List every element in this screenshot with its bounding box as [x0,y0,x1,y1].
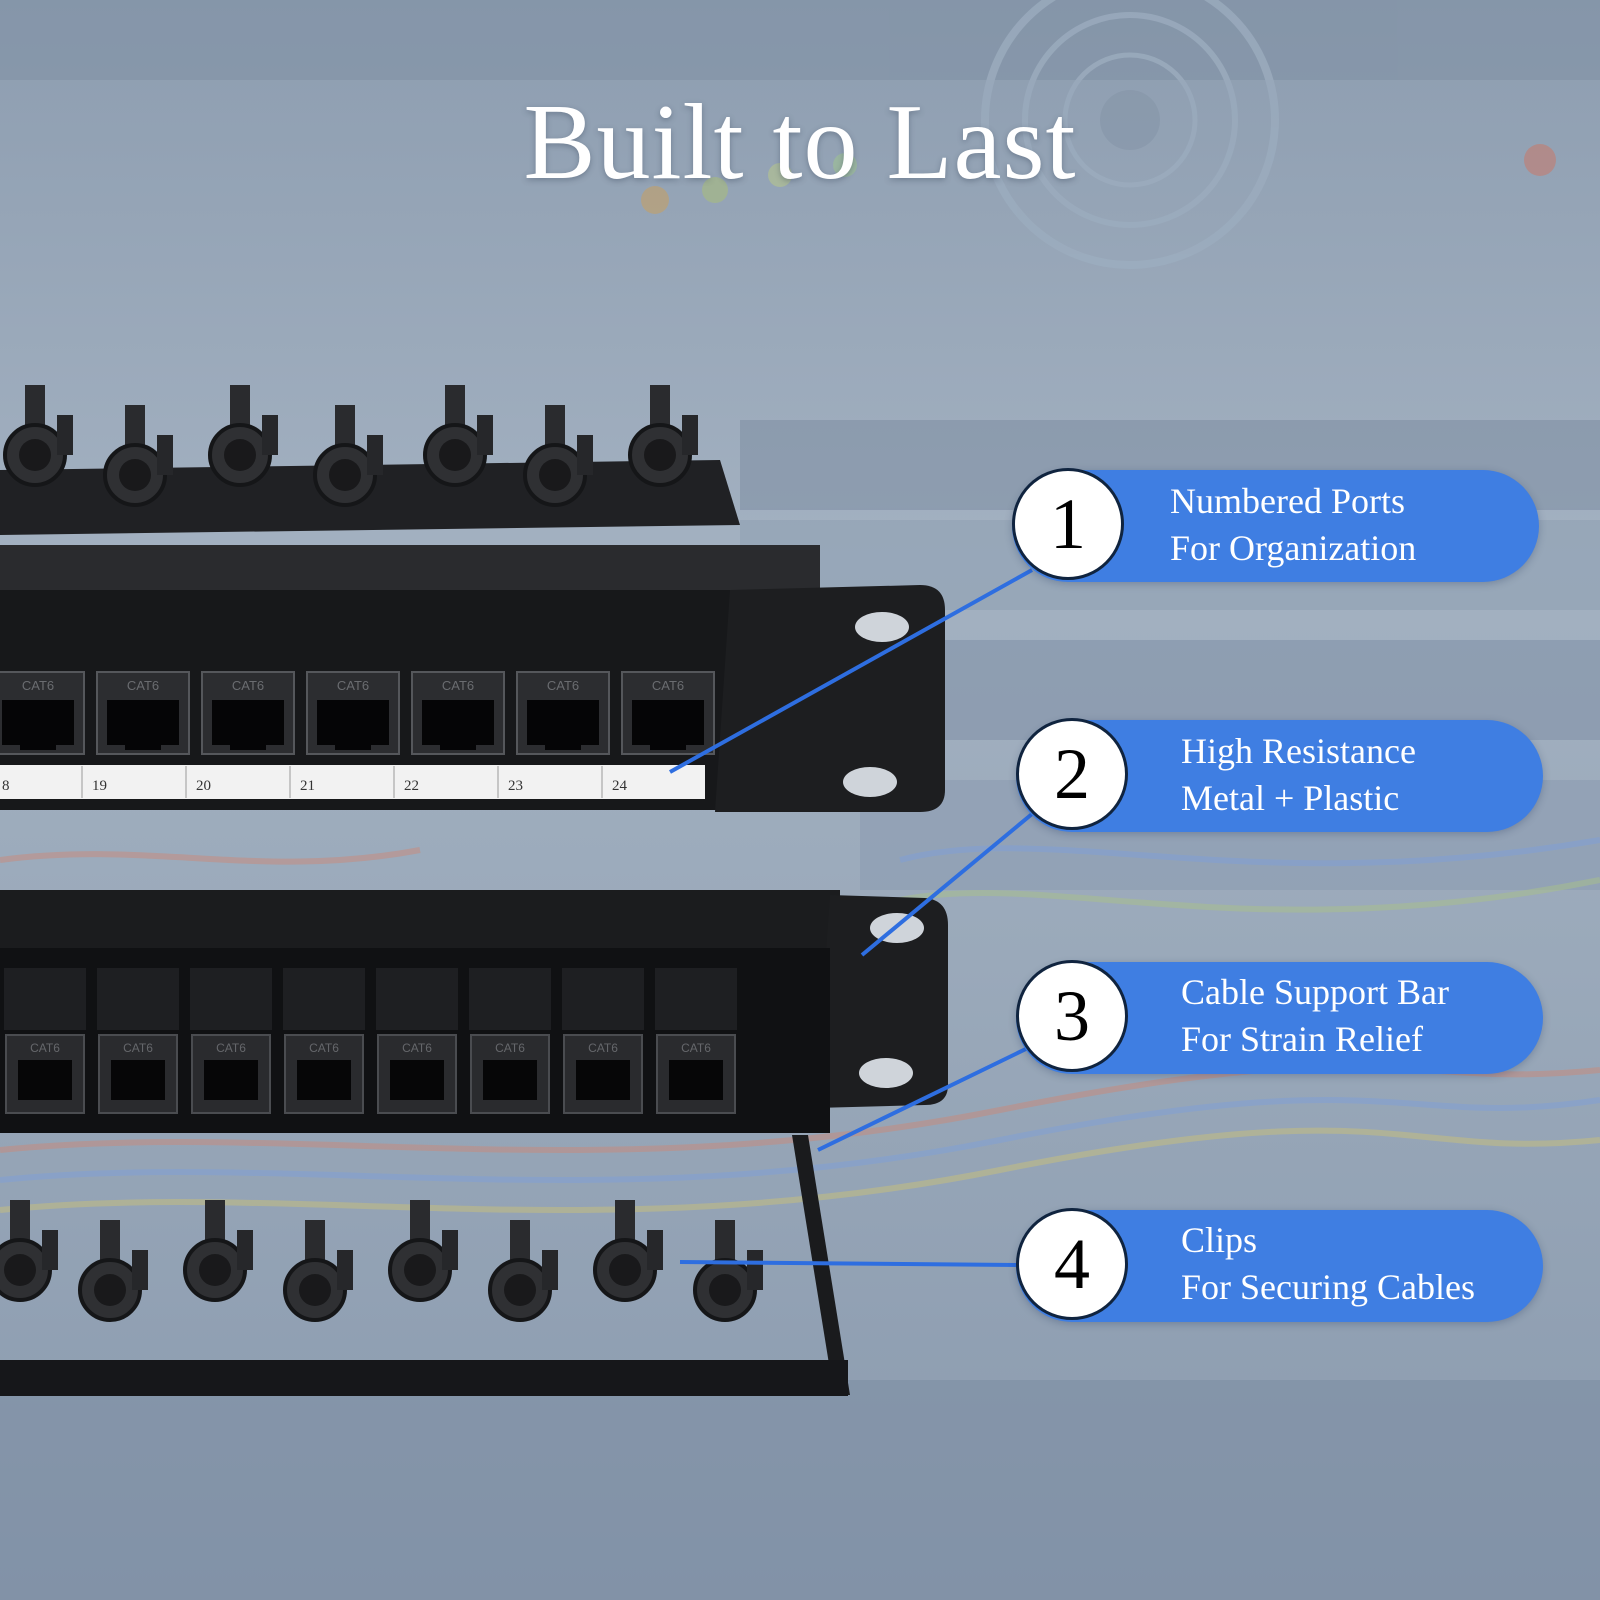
keystone-jack: CAT6 [283,968,365,1114]
cable-clip [283,1220,353,1322]
jack-label: CAT6 [337,678,369,693]
callout-text-1: Numbered Ports For Organization [1170,478,1416,572]
keystone-jack: CAT6 [469,968,551,1114]
keystone-jack: CAT6 [655,968,737,1114]
jack-label: CAT6 [232,678,264,693]
rj45-port: CAT6 [0,671,85,755]
callout-text-2: High Resistance Metal + Plastic [1181,728,1416,822]
port-numbers: 8 19 20 21 22 23 24 [2,766,628,798]
cable-clip [388,1200,458,1302]
top-ear-hole-lower [843,767,897,797]
callout-2-line-2: Metal + Plastic [1181,778,1400,818]
port-number: 21 [300,778,315,794]
bottom-keystone-jacks: CAT6 CAT6 CAT6 CAT6 CAT6 CAT6 CAT6 CAT6 [4,968,737,1114]
callout-badge-2: 2 [1016,718,1128,830]
cable-clip [313,405,383,507]
cable-clip [693,1220,763,1322]
cable-clip [628,385,698,487]
top-ear-hole-upper [855,612,909,642]
jack-label: CAT6 [127,678,159,693]
jack-label: CAT6 [588,1041,618,1055]
callout-1-line-2: For Organization [1170,528,1417,568]
cable-clip [183,1200,253,1302]
callout-cable-support-bar: 3 Cable Support Bar For Strain Relief [1016,960,1543,1074]
bottom-cable-clips [0,1200,763,1322]
callout-3-line-1: Cable Support Bar [1181,972,1449,1012]
bottom-panel-top-edge [0,890,840,950]
jack-label: CAT6 [495,1041,525,1055]
jack-label: CAT6 [123,1041,153,1055]
top-cable-clips [3,385,698,507]
cable-clip [103,405,173,507]
callout-badge-4: 4 [1016,1208,1128,1320]
cable-clip [208,385,278,487]
callout-numbered-ports: 1 Numbered Ports For Organization [1012,468,1539,582]
top-patch-panel: CAT6 CAT6 CAT6 CAT6 CAT6 CAT6 CAT6 8 19 20 21 22 23… [0,385,945,812]
top-rj45-ports: CAT6 CAT6 CAT6 CAT6 CAT6 CAT6 CAT6 [0,671,715,755]
jack-label: CAT6 [30,1041,60,1055]
support-bar-rail [0,1360,848,1396]
rj45-port: CAT6 [621,671,715,755]
keystone-jack: CAT6 [376,968,458,1114]
jack-label: CAT6 [22,678,54,693]
headline: Built to Last [523,83,1077,202]
top-panel-back [0,545,820,595]
top-mounting-ear [715,585,945,812]
jack-label: CAT6 [442,678,474,693]
bottom-ear-hole-lower [859,1058,913,1088]
rj45-port: CAT6 [516,671,610,755]
cable-clip [423,385,493,487]
keystone-jack: CAT6 [97,968,179,1114]
callout-clips: 4 Clips For Securing Cables [1016,1208,1543,1322]
rj45-port: CAT6 [96,671,190,755]
port-number: 8 [2,778,10,794]
jack-label: CAT6 [216,1041,246,1055]
cable-clip [488,1220,558,1322]
cable-clip [593,1200,663,1302]
cable-clip [0,1200,58,1302]
jack-label: CAT6 [652,678,684,693]
jack-label: CAT6 [681,1041,711,1055]
rj45-port: CAT6 [411,671,505,755]
support-bar-side [792,1135,850,1395]
port-number: 23 [508,778,523,794]
cable-clip [78,1220,148,1322]
callout-badge-3: 3 [1016,960,1128,1072]
port-number: 19 [92,778,107,794]
port-number-strip [0,765,705,799]
keystone-jack: CAT6 [190,968,272,1114]
bottom-ear-hole-upper [870,913,924,943]
jack-label: CAT6 [402,1041,432,1055]
rj45-port: CAT6 [201,671,295,755]
cable-clip [3,385,73,487]
callout-4-line-1: Clips [1181,1220,1258,1260]
callout-high-resistance: 2 High Resistance Metal + Plastic [1016,718,1543,832]
callout-badge-1: 1 [1012,468,1124,580]
callout-text-3: Cable Support Bar For Strain Relief [1181,969,1449,1063]
jack-label: CAT6 [547,678,579,693]
keystone-jack: CAT6 [4,968,86,1114]
callout-1-line-1: Numbered Ports [1170,481,1405,521]
callout-text-4: Clips For Securing Cables [1181,1217,1475,1311]
port-number: 20 [196,778,211,794]
rj45-port: CAT6 [306,671,400,755]
port-number: 22 [404,778,419,794]
port-number: 24 [612,778,628,794]
callout-3-line-2: For Strain Relief [1181,1019,1423,1059]
jack-label: CAT6 [309,1041,339,1055]
bottom-patch-panel: CAT6 CAT6 CAT6 CAT6 CAT6 CAT6 CAT6 CAT6 [0,890,948,1396]
callout-4-line-2: For Securing Cables [1181,1267,1475,1307]
callout-2-line-1: High Resistance [1181,731,1416,771]
keystone-jack: CAT6 [562,968,644,1114]
cable-clip [523,405,593,507]
